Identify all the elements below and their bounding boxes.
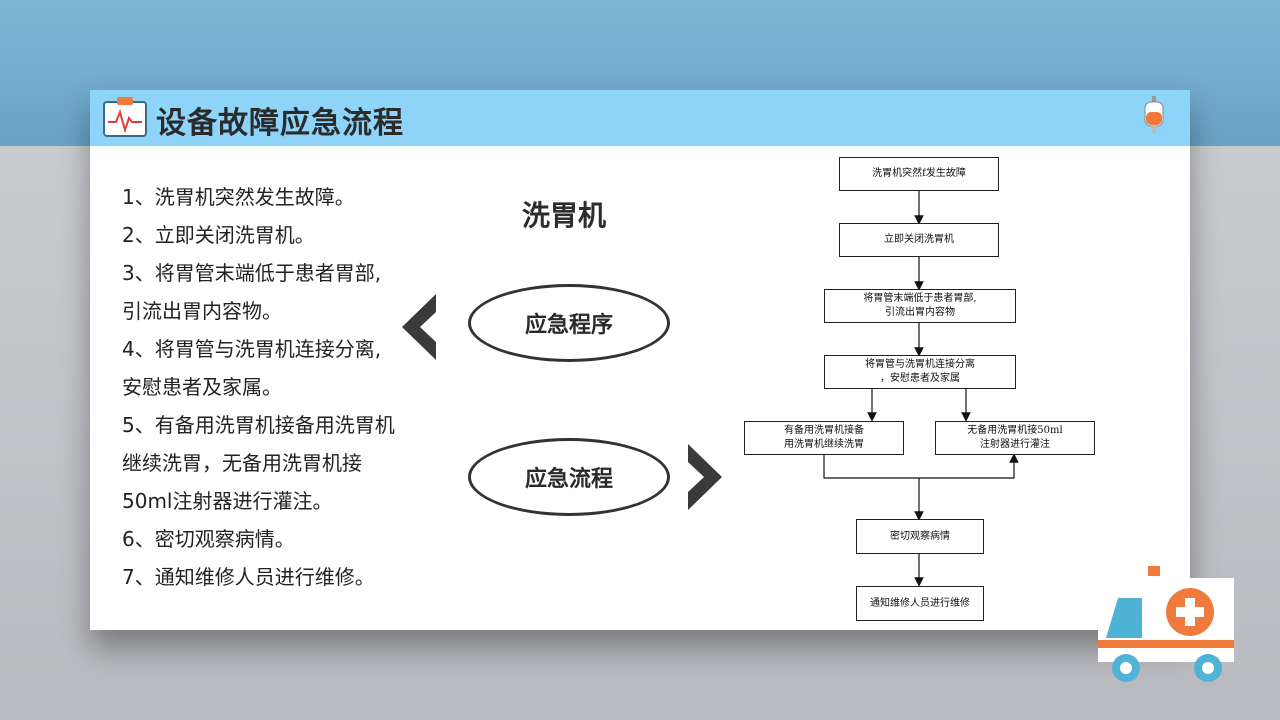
clipboard-heartbeat-icon bbox=[103, 97, 147, 137]
flow-box-backup-machine: 有备用洗胃机接备 用洗胃机继续洗胃 bbox=[744, 421, 904, 455]
flow-box-fault: 洗胃机突然f发生故障 bbox=[839, 157, 999, 191]
ellipse-procedure: 应急程序 bbox=[468, 284, 670, 362]
step-line: 5、有备用洗胃机接备用洗胃机 bbox=[122, 413, 395, 437]
step-line: 6、密切观察病情。 bbox=[122, 527, 295, 551]
flow-box-notify: 通知维修人员进行维修 bbox=[856, 586, 984, 621]
step-line: 7、通知维修人员进行维修。 bbox=[122, 565, 375, 589]
ellipse-flow: 应急流程 bbox=[468, 438, 670, 516]
chevron-left-icon bbox=[402, 294, 436, 360]
flow-box-shutdown: 立即关闭洗胃机 bbox=[839, 223, 999, 257]
step-line: 50ml注射器进行灌注。 bbox=[122, 489, 333, 513]
step-line: 继续洗胃，无备用洗胃机接 bbox=[122, 451, 362, 475]
flow-box-syringe: 无备用洗胃机接50ml 注射器进行灌注 bbox=[935, 421, 1095, 455]
step-list: 1、洗胃机突然发生故障。 2、立即关闭洗胃机。 3、将胃管末端低于患者胃部, 引… bbox=[122, 178, 432, 596]
flow-box-drain: 将胃管末端低于患者胃部, 引流出胃内容物 bbox=[824, 289, 1016, 323]
flow-box-observe: 密切观察病情 bbox=[856, 519, 984, 554]
machine-title: 洗胃机 bbox=[522, 199, 607, 232]
flow-box-disconnect: 将胃管与洗胃机连接分离 ，安慰患者及家属 bbox=[824, 355, 1016, 389]
step-line: 2、立即关闭洗胃机。 bbox=[122, 223, 315, 247]
slide-card: 设备故障应急流程 1、洗胃机突然发生故障。 2、立即关闭洗胃机。 3、将胃管末端… bbox=[90, 90, 1190, 630]
step-line: 1、洗胃机突然发生故障。 bbox=[122, 185, 355, 209]
flowchart-connectors bbox=[823, 189, 1019, 587]
step-line: 安慰患者及家属。 bbox=[122, 375, 282, 399]
page-title: 设备故障应急流程 bbox=[156, 106, 404, 141]
ambulance-icon bbox=[1098, 562, 1234, 682]
iv-drip-icon bbox=[1144, 96, 1164, 134]
step-line: 3、将胃管末端低于患者胃部, bbox=[122, 261, 382, 285]
step-line: 引流出胃内容物。 bbox=[122, 299, 282, 323]
header-bar: 设备故障应急流程 bbox=[90, 90, 1190, 146]
step-line: 4、将胃管与洗胃机连接分离, bbox=[122, 337, 382, 361]
chevron-right-icon bbox=[688, 444, 722, 510]
